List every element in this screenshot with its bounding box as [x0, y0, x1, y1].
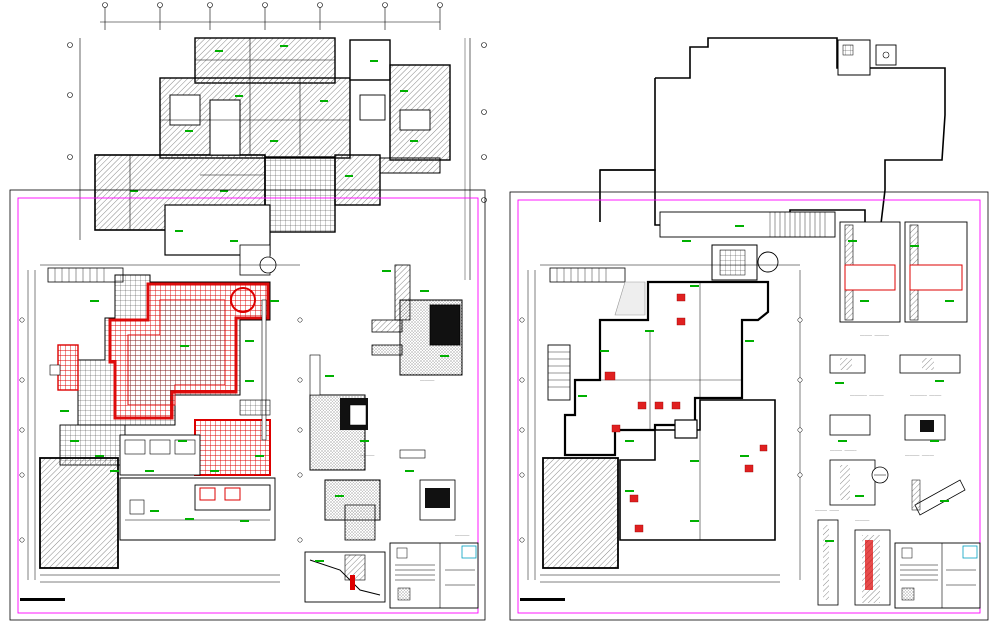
roof-outline [599, 37, 946, 233]
svg-text:______: ______ [420, 376, 435, 381]
reflected-ceiling-plan [540, 225, 780, 583]
left-sheet-frame [9, 189, 486, 621]
scale-bar-left [20, 598, 65, 601]
svg-text:______: ______ [455, 531, 470, 536]
ground-floor-plan [39, 267, 280, 583]
svg-text:______: ______ [360, 451, 375, 456]
svg-text:______ _____: ______ _____ [905, 451, 934, 456]
svg-text:_____ ____: _____ ____ [815, 506, 840, 511]
upper-floor-plan [67, 2, 487, 280]
svg-text:______: ______ [855, 516, 870, 521]
right-sheet-frame [509, 191, 989, 621]
left-title-block [389, 542, 479, 609]
svg-text:_____ _____: _____ _____ [830, 446, 857, 451]
svg-text:_____ ______: _____ ______ [860, 331, 889, 336]
right-sheet: _____ ______ _______ ______ _______ ____… [509, 37, 989, 621]
svg-text:_______ _____: _______ _____ [910, 391, 942, 396]
wall-section-details-left: ______ ______ ______ [304, 264, 470, 603]
svg-text:_______ ______: _______ ______ [850, 391, 884, 396]
left-sheet: ______ ______ ______ [9, 2, 487, 621]
construction-details-right: _____ ______ _______ ______ _______ ____… [815, 221, 968, 606]
scale-bar-right [520, 598, 565, 601]
right-title-block [894, 542, 981, 609]
